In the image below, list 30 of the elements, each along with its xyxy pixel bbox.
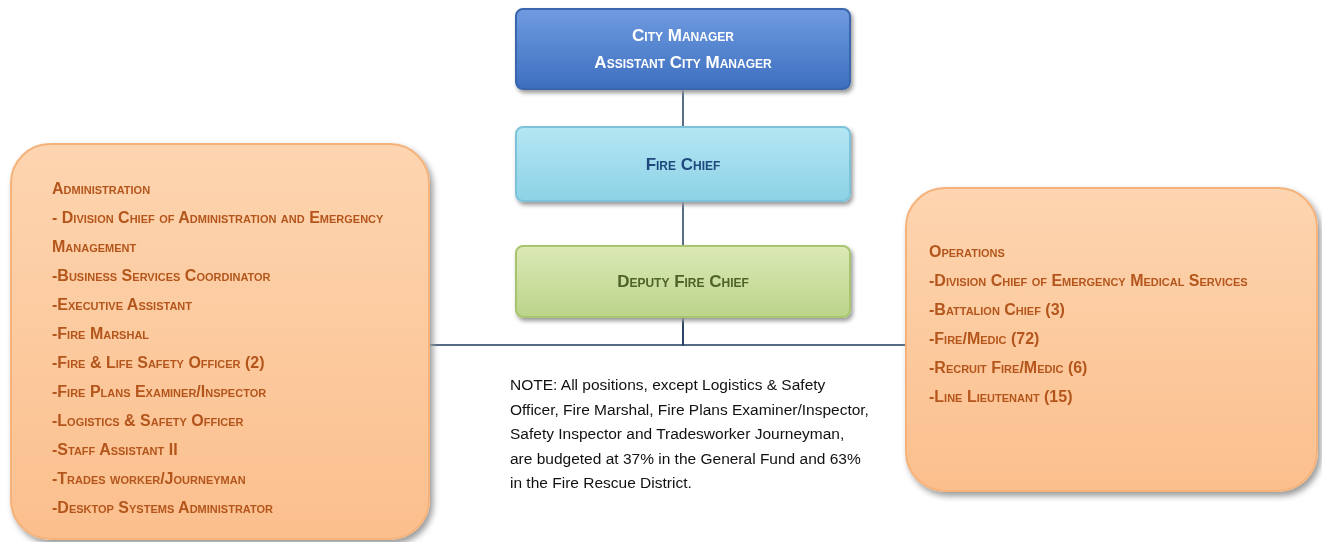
note-text: NOTE: All positions, except Logistics & Safety Officer, Fire Marshal, Fire Plans Examiner/Inspector, Safety Inspector and Tradesworker Journeyman, are budgeted at 37% in the General Fund and 63% in the Fire Rescue District. bbox=[510, 375, 870, 493]
position-item: -Recruit Fire/Medic (6) bbox=[929, 358, 1089, 378]
position-item: -Fire & Life Safety Officer (2) bbox=[52, 353, 266, 373]
position-item: - Division Chief of Administration and Emergency Management bbox=[52, 208, 385, 257]
position-item: -Fire/Medic (72) bbox=[929, 329, 1041, 349]
fire-chief-box bbox=[515, 126, 851, 202]
role-title: Fire Chief bbox=[645, 153, 721, 176]
role-title: City Manager bbox=[632, 25, 734, 47]
deputy-chief-box bbox=[515, 245, 851, 318]
operations-panel bbox=[905, 187, 1318, 492]
position-item: -Division Chief of Emergency Medical Services bbox=[929, 271, 1249, 291]
position-item: -Fire Marshal bbox=[52, 324, 151, 344]
panel-heading: Operations bbox=[929, 242, 1006, 262]
position-item: -Fire Plans Examiner/Inspector bbox=[52, 382, 268, 402]
position-item: -Battalion Chief (3) bbox=[929, 300, 1066, 320]
connector-line bbox=[682, 89, 684, 127]
connector-line bbox=[682, 201, 684, 246]
connector-line bbox=[682, 317, 906, 346]
position-item: -Staff Assistant II bbox=[52, 440, 179, 460]
position-item: -Executive Assistant bbox=[52, 295, 193, 315]
role-title: Assistant City Manager bbox=[594, 52, 772, 74]
position-item: -Line Lieutenant (15) bbox=[929, 387, 1074, 407]
manager-box bbox=[515, 8, 851, 90]
panel-heading: Administration bbox=[52, 179, 152, 199]
position-item: -Business Services Coordinator bbox=[52, 266, 272, 286]
administration-panel bbox=[10, 143, 430, 540]
role-title: Deputy Fire Chief bbox=[617, 271, 749, 293]
position-item: -Desktop Systems Administrator bbox=[52, 498, 274, 518]
position-item: -Trades worker/Journeyman bbox=[52, 469, 247, 489]
position-item: -Logistics & Safety Officer bbox=[52, 411, 245, 431]
